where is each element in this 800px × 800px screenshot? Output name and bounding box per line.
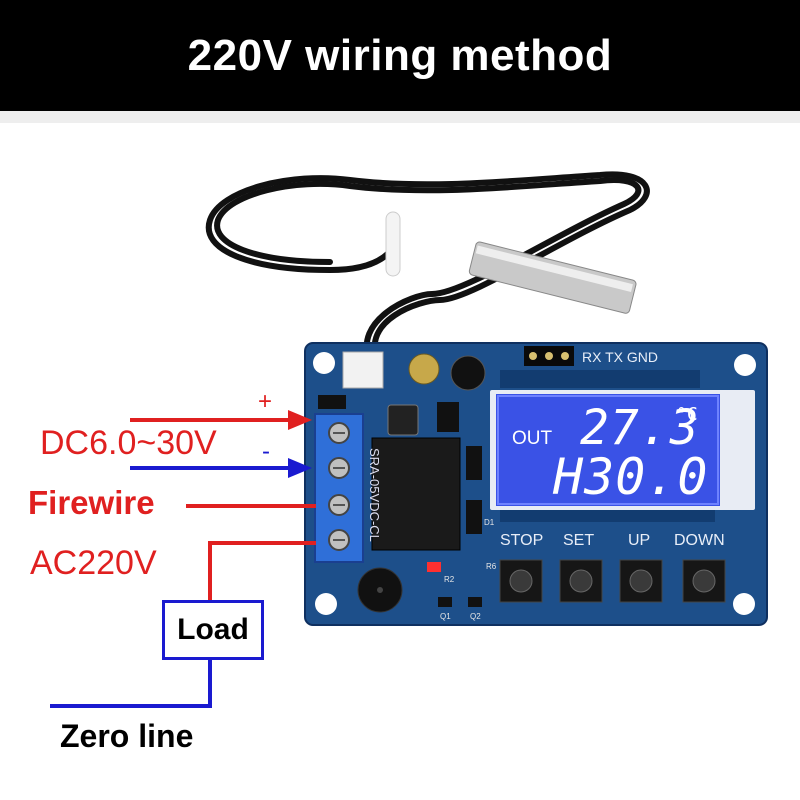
lcd-setpoint: H30.0 [553,448,709,506]
dc-positive-wire [130,410,312,430]
zero-line-wire [50,660,212,708]
button-down[interactable] [682,559,726,603]
button-stop[interactable] [499,559,543,603]
transistor [468,597,482,607]
dc-negative-wire [130,458,312,478]
header-pin-label: RX TX GND [582,349,658,365]
temperature-probe-cable [205,171,650,365]
stop-label: STOP [500,532,544,549]
relay-marking: SRA-05VDC-CL [367,448,382,542]
mount-hole [315,593,337,615]
smd-component [318,395,346,409]
relay [371,437,461,551]
chip [437,402,459,432]
set-label: SET [563,532,595,549]
inductor [387,404,419,436]
status-led [427,562,441,572]
lcd-pin-row [500,370,700,388]
capacitor [450,355,486,391]
lcd-temperature: 27.3 [580,400,700,456]
load-supply-wire [208,541,316,600]
mount-hole [734,354,756,376]
firewire-label: Firewire [28,484,155,521]
component-label: R6 [486,562,497,571]
diode [466,500,482,534]
up-label: UP [628,532,651,549]
plus-sign: + [258,388,273,415]
button-set[interactable] [559,559,603,603]
title-bar: 220V wiring method [0,0,800,111]
component-label: R2 [444,575,455,584]
probe-tip [468,241,637,314]
mount-hole [313,352,335,374]
minus-sign: - [262,438,270,465]
mount-hole [733,593,755,615]
ac-voltage-label: AC220V [30,544,157,582]
component-label: D1 [484,518,495,527]
dc-voltage-label: DC6.0~30V [40,424,217,462]
divider [0,111,800,123]
component-label: Q1 [440,612,451,621]
capacitor [408,353,440,385]
lcd-out-indicator: OUT [512,428,553,449]
diode [466,446,482,480]
zero-line-label: Zero line [60,718,194,754]
lcd-screen [496,394,720,506]
button-up[interactable] [619,559,663,603]
lcd-unit: °C [676,404,698,425]
down-label: DOWN [674,532,725,549]
component-label: Q2 [470,612,481,621]
page-title: 220V wiring method [187,30,613,80]
cable-tie [385,211,401,277]
probe-connector [342,351,384,389]
load-box: Load [162,600,264,660]
transistor [438,597,452,607]
lcd-pin-row [500,508,715,522]
